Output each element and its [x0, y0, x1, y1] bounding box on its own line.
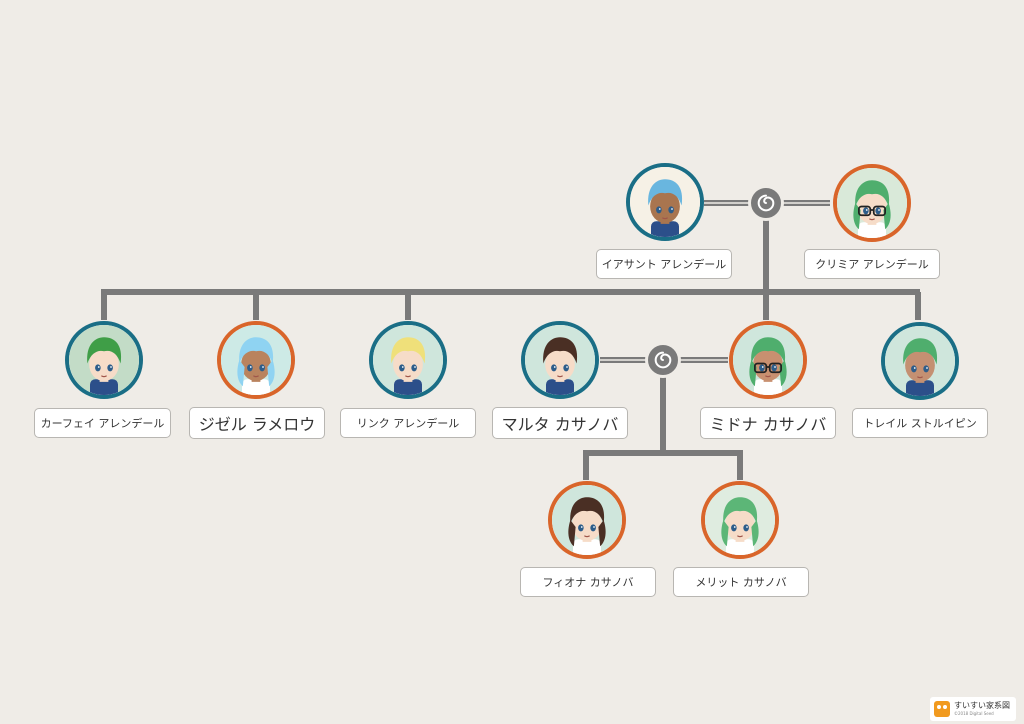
name-label-kafei[interactable]: カーフェイ アレンデール — [34, 408, 171, 438]
name-label-fiona[interactable]: フィオナ カサノバ — [520, 567, 656, 597]
union-swirl-icon — [654, 351, 672, 369]
avatar-face-icon — [221, 325, 291, 395]
avatar-face-icon — [705, 485, 775, 555]
glasses-icon — [858, 205, 886, 217]
name-label-jizel[interactable]: ジゼル ラメロウ — [189, 407, 325, 439]
avatar-face-icon — [837, 168, 907, 238]
avatar-face-icon — [733, 325, 803, 395]
union-node-middle — [645, 342, 681, 378]
branding-badge: すいすい家系図 ©2018 Digital Seed — [930, 697, 1016, 721]
brand-logo-icon — [934, 701, 950, 717]
avatar-maruta[interactable] — [521, 321, 599, 399]
name-label-maruta[interactable]: マルタ カサノバ — [492, 407, 628, 439]
avatar-face-icon — [69, 325, 139, 395]
avatar-iasant[interactable] — [626, 163, 704, 241]
avatar-rink[interactable] — [369, 321, 447, 399]
brand-title: すいすい家系図 — [954, 701, 1010, 710]
avatar-face-icon — [630, 167, 700, 237]
avatar-toreiru[interactable] — [881, 322, 959, 400]
avatar-jizel[interactable] — [217, 321, 295, 399]
name-label-rink[interactable]: リンク アレンデール — [340, 408, 476, 438]
avatar-kurimia[interactable] — [833, 164, 911, 242]
avatar-midona[interactable] — [729, 321, 807, 399]
union-swirl-icon — [757, 194, 775, 212]
name-label-kurimia[interactable]: クリミア アレンデール — [804, 249, 940, 279]
avatar-kafei[interactable] — [65, 321, 143, 399]
avatar-face-icon — [373, 325, 443, 395]
name-label-meritto[interactable]: メリット カサノバ — [673, 567, 809, 597]
avatar-face-icon — [885, 326, 955, 396]
avatar-meritto[interactable] — [701, 481, 779, 559]
name-label-iasant[interactable]: イアサント アレンデール — [596, 249, 732, 279]
name-label-toreiru[interactable]: トレイル ストルイピン — [852, 408, 988, 438]
glasses-icon — [754, 362, 782, 374]
name-label-midona[interactable]: ミドナ カサノバ — [700, 407, 836, 439]
avatar-fiona[interactable] — [548, 481, 626, 559]
avatar-face-icon — [525, 325, 595, 395]
union-node-top — [748, 185, 784, 221]
brand-copyright: ©2018 Digital Seed — [954, 711, 994, 716]
avatar-face-icon — [552, 485, 622, 555]
